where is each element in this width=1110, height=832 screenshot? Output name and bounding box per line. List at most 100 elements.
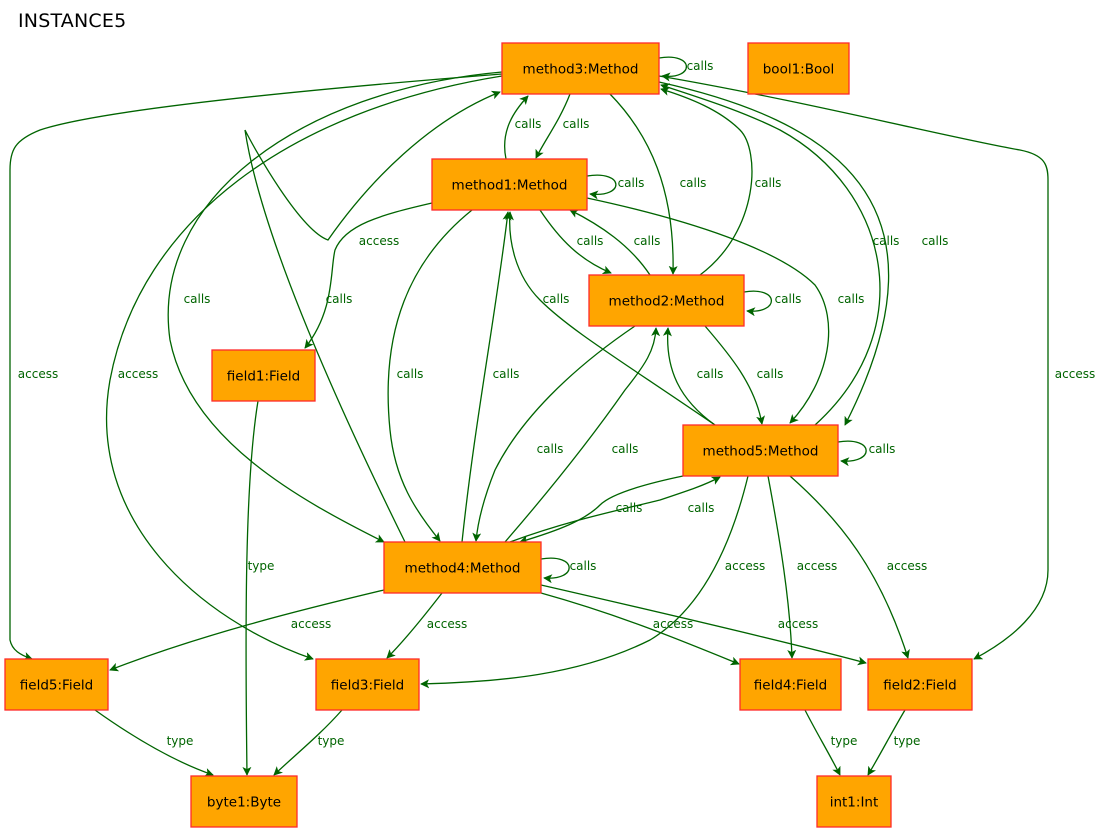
edge-line bbox=[504, 327, 661, 543]
edge-method1-to-method2: calls bbox=[539, 209, 612, 275]
edge-method1-to-field1: access bbox=[304, 202, 433, 349]
edge-line bbox=[242, 400, 259, 776]
edge-line bbox=[387, 209, 473, 542]
edge-line bbox=[586, 197, 830, 424]
edge-method3-to-field5: access bbox=[9, 73, 503, 661]
node-label: method5:Method bbox=[703, 444, 819, 460]
node-box[interactable] bbox=[747, 42, 850, 95]
edge-method5-to-method1: calls bbox=[504, 211, 716, 426]
node-box[interactable] bbox=[588, 274, 745, 327]
node-box[interactable] bbox=[211, 349, 316, 402]
edge-label: calls bbox=[680, 176, 707, 190]
node-field1[interactable]: field1:Field bbox=[211, 349, 316, 402]
edge-line bbox=[569, 209, 651, 276]
node-label: field3:Field bbox=[331, 678, 404, 694]
edge-method5-to-method2: calls bbox=[662, 327, 723, 426]
edge-line bbox=[94, 709, 214, 777]
edge-line bbox=[9, 73, 503, 661]
node-method1[interactable]: method1:Method bbox=[431, 158, 588, 211]
edge-method3-to-method3: calls bbox=[658, 56, 713, 82]
edge-label: access bbox=[291, 617, 331, 631]
node-field4[interactable]: field4:Field bbox=[739, 658, 842, 711]
edge-method4-to-method1: calls bbox=[461, 211, 519, 543]
node-method2[interactable]: method2:Method bbox=[588, 274, 745, 327]
edge-method2-to-method4: calls bbox=[472, 325, 636, 542]
node-box[interactable] bbox=[431, 158, 588, 211]
edge-line bbox=[662, 327, 716, 426]
node-box[interactable] bbox=[682, 424, 839, 477]
node-int1[interactable]: int1:Int bbox=[816, 775, 892, 828]
node-label: method1:Method bbox=[452, 178, 568, 194]
node-method3[interactable]: method3:Method bbox=[501, 42, 660, 95]
edge-label: calls bbox=[184, 292, 211, 306]
edge-label: calls bbox=[577, 234, 604, 248]
node-box[interactable] bbox=[4, 658, 109, 711]
edge-field2-to-int1: type bbox=[867, 709, 920, 776]
edge-method3-to-field2: access bbox=[658, 75, 1095, 660]
edge-line bbox=[743, 290, 773, 317]
edge-method3-to-method5: calls bbox=[658, 81, 948, 426]
node-field3[interactable]: field3:Field bbox=[315, 658, 420, 711]
edge-method1-to-method3: calls bbox=[504, 95, 541, 160]
node-label: method4:Method bbox=[405, 561, 521, 577]
edge-label: calls bbox=[537, 442, 564, 456]
edge-line bbox=[658, 56, 688, 82]
node-box[interactable] bbox=[190, 775, 298, 828]
edge-line bbox=[837, 440, 867, 467]
node-byte1[interactable]: byte1:Byte bbox=[190, 775, 298, 828]
node-bool1[interactable]: bool1:Bool bbox=[747, 42, 850, 95]
edge-line bbox=[509, 476, 721, 543]
edge-line bbox=[867, 709, 906, 776]
edge-label: calls bbox=[618, 176, 645, 190]
edge-method1-to-method1: calls bbox=[586, 174, 645, 200]
edge-label: access bbox=[427, 617, 467, 631]
edge-label: access bbox=[797, 559, 837, 573]
edge-method4-to-field4: access bbox=[540, 592, 740, 666]
edge-line bbox=[244, 90, 501, 543]
nodes-layer: method3:Method bool1:Bool method1:Method me… bbox=[4, 42, 973, 828]
node-field5[interactable]: field5:Field bbox=[4, 658, 109, 711]
edge-line bbox=[539, 209, 612, 275]
edge-label: calls bbox=[775, 292, 802, 306]
edge-method5-to-method4: calls bbox=[519, 475, 684, 544]
node-box[interactable] bbox=[383, 541, 542, 594]
node-label: field4:Field bbox=[754, 678, 827, 694]
node-box[interactable] bbox=[501, 42, 660, 95]
edge-label: calls bbox=[563, 117, 590, 131]
edge-label: access bbox=[887, 559, 927, 573]
edge-method2-to-method5: calls bbox=[704, 325, 783, 425]
node-field2[interactable]: field2:Field bbox=[867, 658, 973, 711]
node-method5[interactable]: method5:Method bbox=[682, 424, 839, 477]
edge-line bbox=[386, 592, 443, 659]
edge-method4-to-field5: access bbox=[109, 589, 385, 672]
edge-line bbox=[540, 557, 570, 584]
edge-method5-to-method3: calls bbox=[660, 83, 899, 426]
edge-line bbox=[609, 93, 678, 275]
edge-line bbox=[767, 475, 797, 659]
edge-label: calls bbox=[838, 292, 865, 306]
node-label: field1:Field bbox=[227, 369, 300, 385]
edge-method1-to-method5: calls bbox=[586, 197, 865, 424]
edge-method3-to-method2: calls bbox=[609, 93, 707, 275]
edge-method4-to-field2: access bbox=[540, 584, 867, 666]
edge-line bbox=[105, 75, 503, 661]
edge-method4-to-method5: calls bbox=[509, 476, 721, 543]
node-box[interactable] bbox=[315, 658, 420, 711]
edge-line bbox=[504, 211, 716, 426]
edge-label: type bbox=[831, 734, 858, 748]
edge-label: access bbox=[1055, 367, 1095, 381]
node-label: int1:Int bbox=[830, 795, 879, 811]
edge-method5-to-field4: access bbox=[767, 475, 837, 659]
edge-label: calls bbox=[570, 559, 597, 573]
edge-label: calls bbox=[397, 367, 424, 381]
edge-line bbox=[535, 93, 571, 159]
node-box[interactable] bbox=[816, 775, 892, 828]
node-box[interactable] bbox=[867, 658, 973, 711]
edge-label: calls bbox=[755, 176, 782, 190]
node-method4[interactable]: method4:Method bbox=[383, 541, 542, 594]
edge-line bbox=[167, 71, 503, 543]
diagram-title: INSTANCE5 bbox=[18, 10, 127, 32]
node-box[interactable] bbox=[739, 658, 842, 711]
edge-line bbox=[660, 83, 881, 426]
